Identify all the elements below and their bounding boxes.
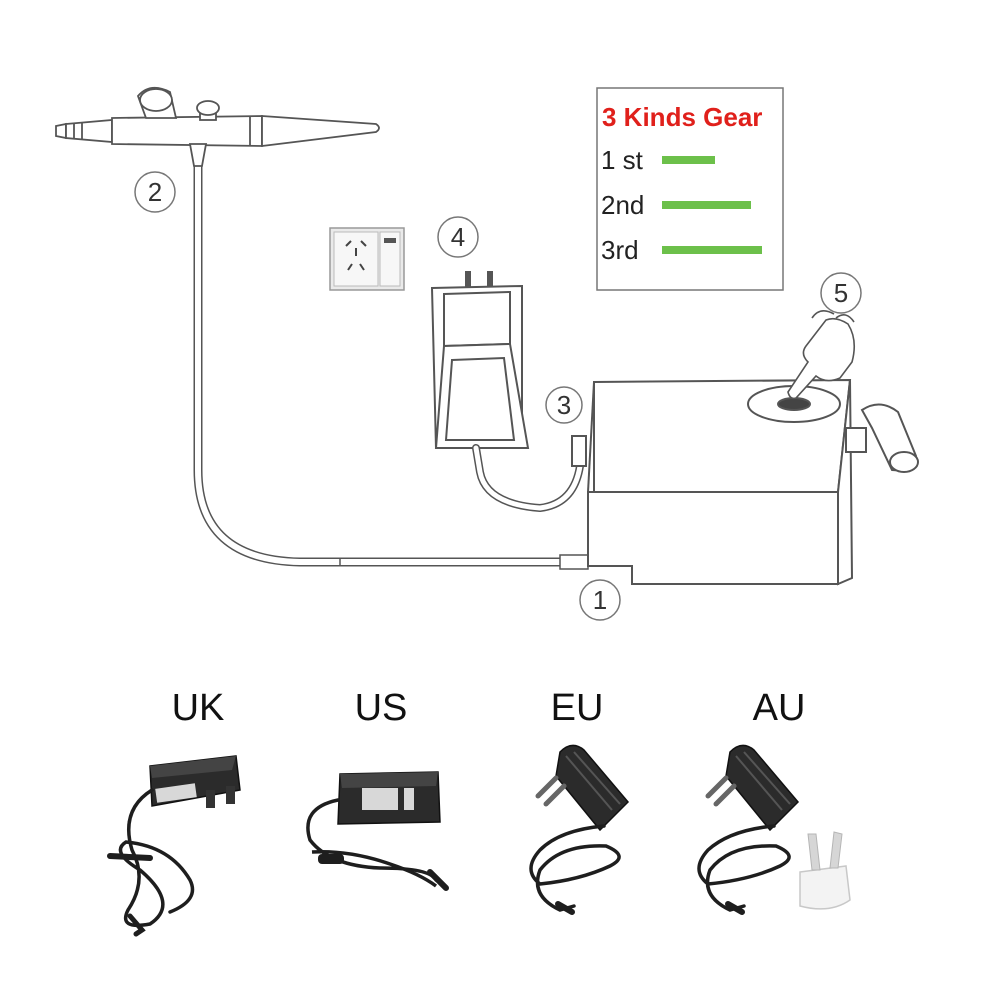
callout-4: 4 (437, 216, 479, 258)
plug-type-us-label: US (355, 687, 408, 729)
callout-5: 5 (820, 272, 862, 314)
plug-type-uk-label: UK (172, 687, 225, 729)
plug-type-au-label: AU (753, 687, 806, 729)
airbrush-icon (55, 86, 380, 167)
callout-1-label: 1 (593, 585, 607, 615)
gear-level-label: 1 st (601, 145, 644, 175)
gear-legend-box: 3 Kinds Gear 1 st 2nd 3rd (596, 87, 784, 291)
power-adapter-icon (430, 271, 587, 513)
eu-adapter-icon (529, 744, 630, 915)
gear-legend-title: 3 Kinds Gear (602, 102, 762, 132)
callout-3-label: 3 (557, 390, 571, 420)
gear-level-bar (662, 246, 762, 254)
plug-type-labels: UK US EU AU (172, 687, 806, 729)
gear-level-bar (662, 201, 751, 209)
callout-2-label: 2 (148, 177, 162, 207)
callout-5-label: 5 (834, 278, 848, 308)
callout-1: 1 (579, 579, 621, 621)
callout-4-label: 4 (451, 222, 465, 252)
pointing-hand-icon (787, 310, 856, 400)
gear-level-label: 3rd (601, 235, 639, 265)
plug-type-eu-label: EU (551, 687, 604, 729)
callout-3: 3 (545, 386, 583, 424)
us-adapter-icon (306, 771, 449, 891)
wall-socket-icon (329, 227, 405, 291)
gear-level-label: 2nd (601, 190, 644, 220)
au-adapter-icon (697, 744, 851, 915)
callout-2: 2 (134, 171, 176, 213)
uk-adapter-icon (107, 755, 241, 937)
gear-level-bar (662, 156, 715, 164)
air-compressor-icon (587, 378, 919, 586)
